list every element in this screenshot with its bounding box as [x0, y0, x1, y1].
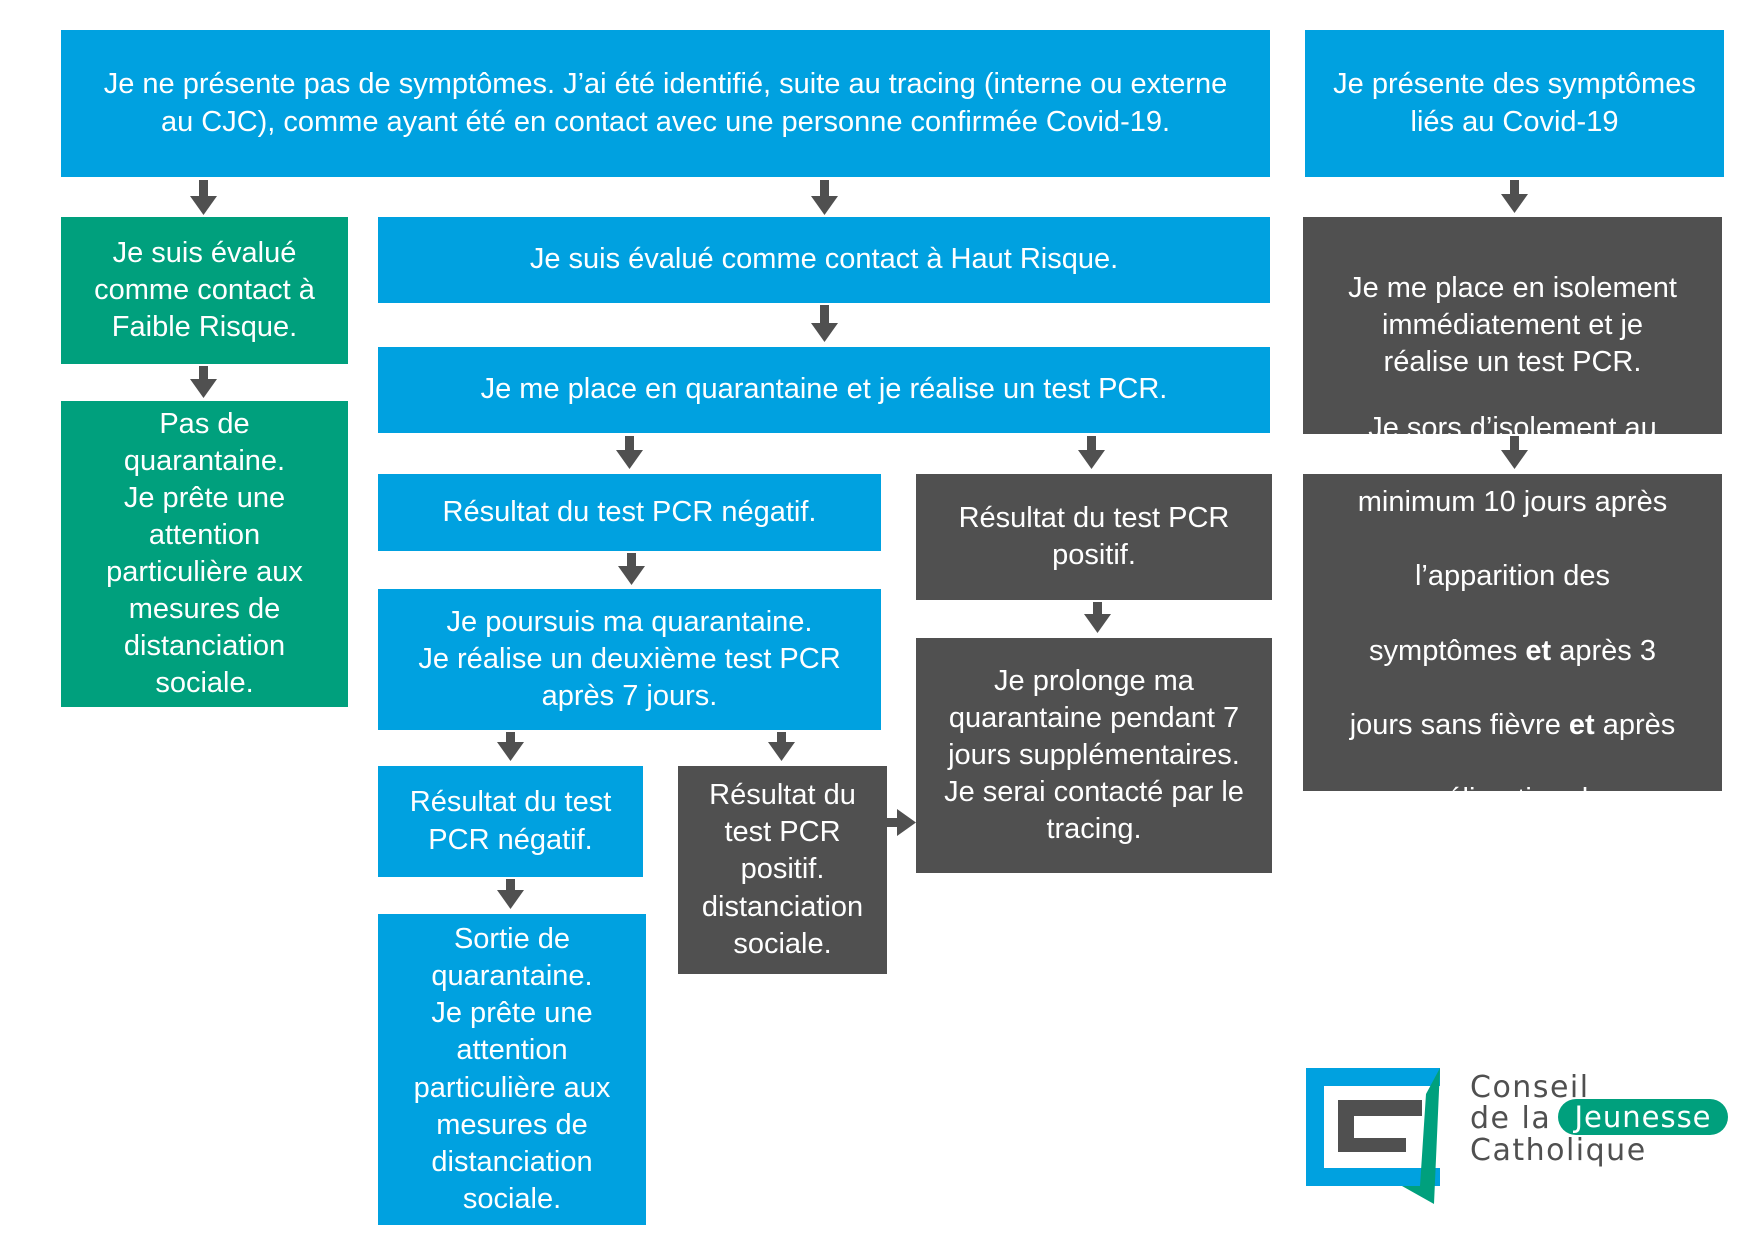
box-pcr-negative-2: Résultat du test PCR négatif. [378, 766, 643, 877]
box-symptoms: Je présente des symptômes liés au Covid-… [1305, 30, 1724, 177]
logo-text-line3: Catholique [1470, 1133, 1647, 1168]
box-low-risk: Je suis évalué comme contact à Faible Ri… [61, 217, 348, 364]
arrow-high-risk-to-quarantine [811, 305, 838, 342]
box-isolation-test: Je me place en isolement immédiatement e… [1303, 217, 1722, 434]
arrow-negative-to-continue [618, 553, 645, 585]
logo-mark [1306, 1068, 1440, 1204]
box-isolation-exit: Je sors d’isolement au minimum 10 jours … [1303, 412, 1722, 889]
cjc-logo [1306, 1068, 1440, 1204]
box-exit-quarantine: Sortie de quarantaine. Je prête une atte… [378, 914, 646, 1225]
arrow-quarantine-to-positive [1078, 436, 1105, 469]
box-continue-quarantine: Je poursuis ma quarantaine. Je réalise u… [378, 589, 881, 730]
box-pcr-negative-1: Résultat du test PCR négatif. [378, 474, 881, 551]
isolation-exit-text: Je sors d’isolement au minimum 10 jours … [1349, 411, 1676, 890]
arrow-continue-to-negative-2 [497, 732, 524, 761]
arrow-negative-2-to-exit [497, 879, 524, 909]
arrow-quarantine-to-negative [616, 436, 643, 469]
box-no-quarantine: Pas de quarantaine. Je prête une attenti… [61, 401, 348, 707]
logo-text-highlight: Jeunesse [1558, 1099, 1728, 1135]
box-quarantine-test: Je me place en quarantaine et je réalise… [378, 347, 1270, 433]
box-prolong-quarantine: Je prolonge ma quarantaine pendant 7 jou… [916, 638, 1272, 873]
box-pcr-positive-2: Résultat du test PCR positif. distanciat… [678, 766, 887, 974]
arrow-isolation-to-exit [1501, 436, 1528, 469]
arrow-contact-to-low-risk [190, 180, 217, 215]
arrow-symptoms-to-isolation [1501, 180, 1528, 213]
box-no-symptoms-contact: Je ne présente pas de symptômes. J’ai ét… [61, 30, 1270, 177]
box-pcr-positive-1: Résultat du test PCR positif. [916, 474, 1272, 600]
arrow-positive-to-prolong [1084, 602, 1111, 633]
logo-text-line1: Conseil [1470, 1070, 1590, 1105]
arrow-low-risk-to-no-quarantine [190, 366, 217, 398]
arrow-continue-to-positive-2 [768, 732, 795, 761]
box-high-risk: Je suis évalué comme contact à Haut Risq… [378, 217, 1270, 303]
logo-text-line2: de la [1470, 1101, 1552, 1136]
arrow-contact-to-high-risk [811, 180, 838, 215]
arrow-positive-2-to-prolong [887, 809, 916, 836]
